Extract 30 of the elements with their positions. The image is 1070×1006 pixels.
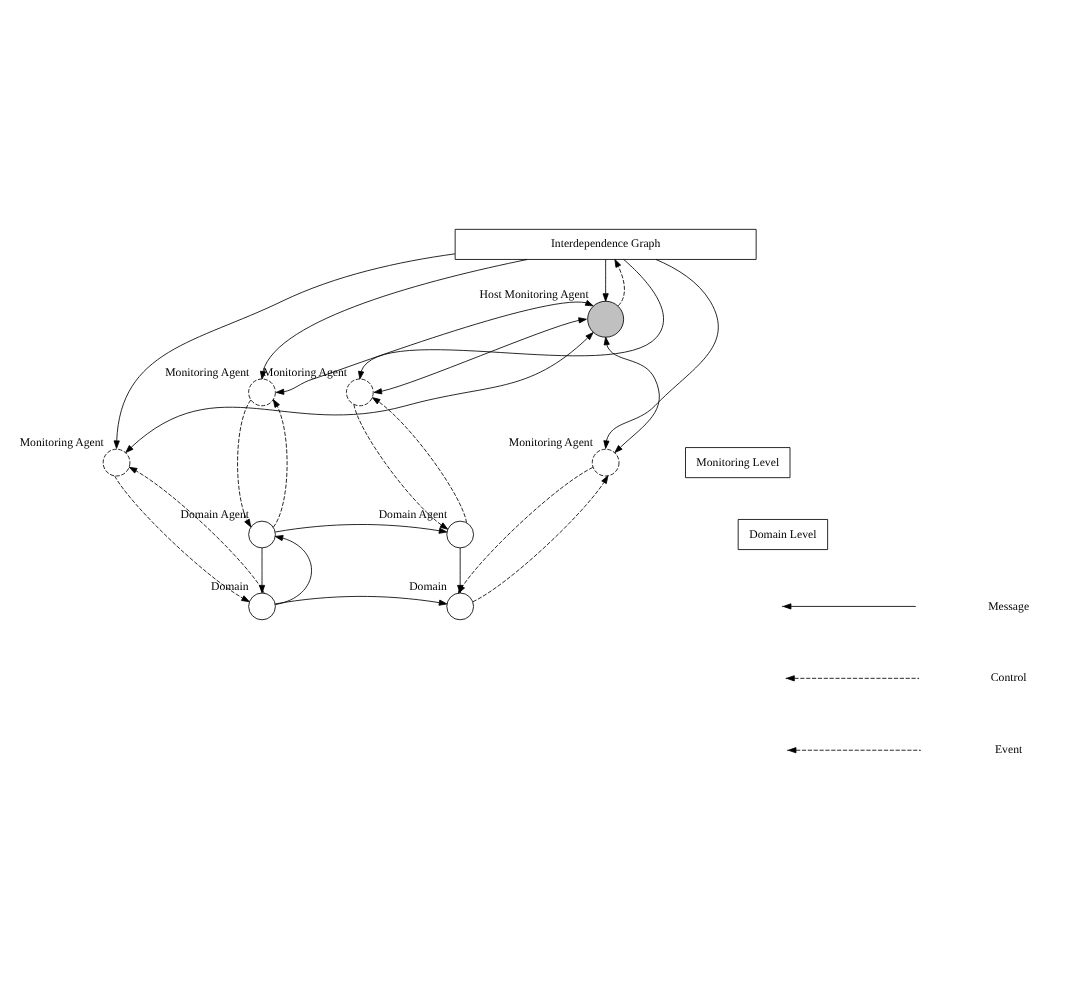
arrow bbox=[274, 595, 448, 605]
arrow bbox=[373, 316, 587, 394]
arrow bbox=[372, 396, 467, 523]
node-circle bbox=[446, 591, 474, 620]
arrow bbox=[274, 523, 448, 533]
arrow bbox=[353, 403, 449, 529]
arrow bbox=[272, 398, 288, 527]
arrow bbox=[274, 534, 312, 604]
arrow bbox=[603, 258, 719, 448]
arrow bbox=[237, 398, 252, 527]
arrow bbox=[259, 258, 528, 379]
arrow bbox=[125, 331, 594, 452]
arrow bbox=[457, 546, 464, 593]
node-circle bbox=[248, 519, 276, 548]
arrow bbox=[113, 252, 456, 448]
arrow bbox=[603, 335, 660, 452]
node-circle bbox=[102, 447, 131, 476]
arrow bbox=[457, 465, 594, 593]
arrow bbox=[472, 474, 609, 602]
node-circle bbox=[446, 519, 474, 548]
node-circle bbox=[591, 447, 620, 476]
arrow bbox=[358, 258, 664, 379]
arrow bbox=[275, 298, 594, 394]
arrow bbox=[114, 474, 250, 602]
node-circle bbox=[587, 299, 625, 337]
arrow bbox=[614, 258, 625, 306]
node-circle bbox=[346, 377, 374, 406]
node-circle bbox=[248, 377, 276, 406]
node-circle bbox=[248, 591, 276, 620]
arrow bbox=[602, 258, 609, 301]
